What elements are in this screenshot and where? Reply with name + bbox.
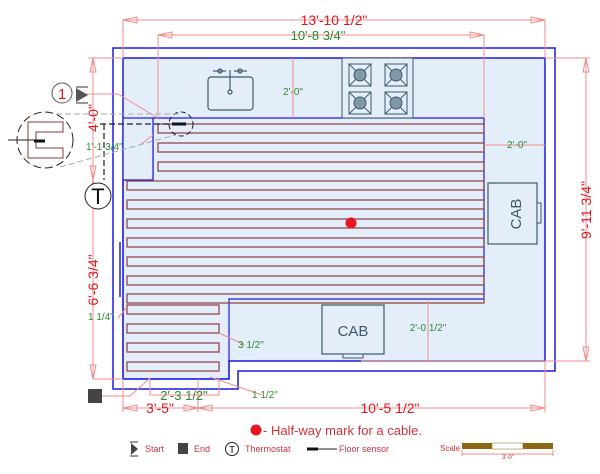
cable-run (126, 293, 485, 304)
dim-edge-gap: 1 1/4" (88, 312, 114, 323)
halfway-mark-legend-icon (250, 424, 262, 436)
dim-cable-spacing: 3 1/2" (238, 340, 264, 351)
thermostat-marker: T (84, 182, 112, 210)
cable-run (126, 275, 485, 286)
burner-icon (348, 91, 372, 115)
cabinet-label: CAB (508, 199, 525, 230)
cabinet-right: CAB (487, 182, 542, 245)
cable-run (126, 342, 220, 353)
legend-scale-label: Scale (440, 444, 461, 453)
legend-floor-sensor: Floor sensor (339, 444, 389, 454)
dim-end-gap: 1 1/2" (252, 390, 278, 401)
end-legend-icon (178, 443, 188, 454)
cabinet-label: CAB (338, 323, 369, 340)
burner-icon (384, 63, 408, 87)
cable-run (157, 161, 485, 172)
cable-run (157, 142, 485, 153)
halfway-mark (345, 217, 357, 229)
cable-run (126, 237, 485, 248)
svg-text:T: T (91, 184, 104, 209)
dim-right-clearance: 2'-0" (507, 140, 527, 151)
svg-text:T: T (229, 445, 235, 456)
dim-left-lower: 6'-6 3/4" (85, 254, 101, 305)
dim-overall-width: 13'-10 1/2" (301, 12, 368, 28)
scale-bar (461, 442, 554, 456)
legend-end: End (194, 444, 210, 454)
dim-cab-clearance: 2'-0 1/2" (410, 323, 447, 334)
dim-heated-width: 10'-8 3/4" (291, 28, 346, 43)
cable-run (157, 123, 485, 134)
legend-thermostat: Thermostat (245, 444, 291, 454)
burner-icon (348, 63, 372, 87)
burner-icon (384, 91, 408, 115)
cable-run (126, 256, 485, 267)
dimension-lines (78, 16, 590, 412)
dim-top-clearance: 2'-0" (283, 87, 303, 98)
start-number: 1 (58, 86, 66, 103)
stove-icon (341, 57, 414, 119)
cable-run (126, 199, 485, 210)
dim-bottom-right: 10'-5 1/2" (360, 400, 419, 416)
cable-run (126, 323, 220, 334)
dim-bottom-left: 3'-5" (146, 400, 174, 416)
dim-overall-height: 9'-11 3/4" (578, 181, 594, 239)
outer-wall (112, 47, 556, 390)
unheated-notch (122, 117, 154, 181)
legend-scale-length: 3'-0" (502, 455, 514, 461)
legend-start: Start (145, 444, 165, 454)
legend-halfway: - Half-way mark for a cable. (263, 423, 422, 438)
sink-icon (207, 68, 254, 111)
start-marker: 1 (51, 82, 88, 104)
floor-sensor (8, 111, 194, 180)
dim-lower-heated-width: 2'-3 1/2" (160, 388, 208, 403)
end-marker (88, 389, 102, 403)
cable-run (126, 218, 485, 229)
cabinet-bottom: CAB (321, 304, 385, 359)
thermostat-legend-icon (225, 442, 239, 456)
dim-left-upper: 4'-0" (85, 104, 101, 132)
heating-cable (126, 123, 485, 372)
start-legend-icon (130, 441, 138, 457)
cable-run (126, 304, 220, 315)
cable-run (126, 180, 485, 191)
cable-run (126, 361, 220, 372)
